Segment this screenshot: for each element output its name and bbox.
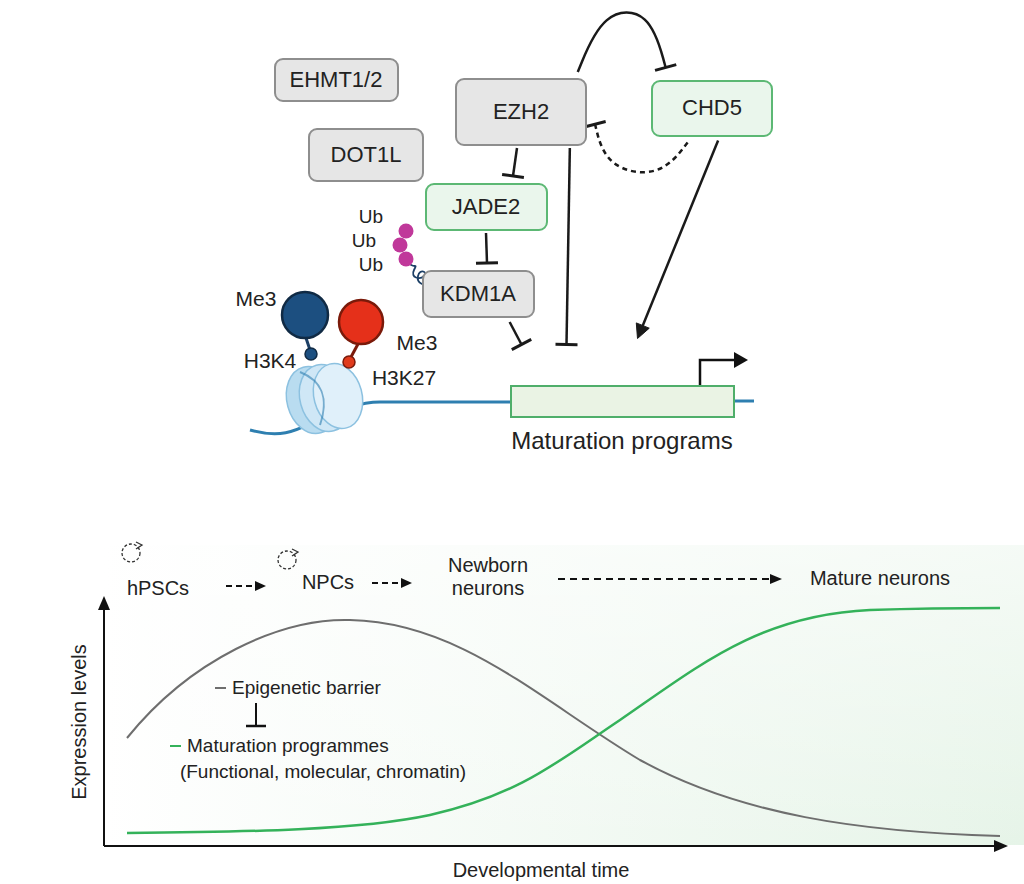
connector-line — [510, 322, 522, 345]
h3k27-residue — [343, 356, 355, 368]
legend-item: Maturation programmes — [170, 734, 389, 758]
gene-box: Maturation programs — [510, 385, 735, 418]
legend-line-sample — [215, 687, 226, 689]
inhibition-symbol — [246, 725, 266, 728]
inhibition-bar — [512, 339, 531, 349]
chart — [98, 542, 1024, 852]
gene-label: Maturation programs — [511, 427, 732, 455]
legend-item: Epigenetic barrier — [215, 676, 381, 700]
barrier-curve — [127, 620, 1000, 836]
mark-label: H3K4 — [244, 349, 297, 373]
inhibition-connector — [510, 322, 532, 350]
axis-arrowhead — [994, 840, 1008, 852]
histone — [306, 358, 369, 434]
h3k4-residue — [305, 348, 317, 360]
factor-name: CHD5 — [670, 91, 754, 125]
self-renewal-icon — [278, 551, 296, 569]
axis-arrowhead — [98, 596, 110, 610]
self-renewal-icon — [292, 549, 298, 556]
inhibition-bar — [556, 343, 578, 346]
stage-label: NPCs — [302, 571, 354, 594]
inhibition-connector — [502, 148, 524, 178]
activation-connector — [636, 141, 718, 339]
inhibition-bar — [502, 174, 524, 177]
inhibition-symbol — [255, 703, 257, 725]
inhibition-connector — [556, 148, 578, 345]
self-renewal-icon — [136, 542, 142, 549]
histone-tail — [351, 344, 358, 357]
factor-name: DOT1L — [319, 138, 414, 172]
maturation-curve — [127, 608, 1000, 833]
factor-box: DOT1L — [308, 128, 424, 182]
factor-box: EZH2 — [455, 78, 587, 146]
legend-text: Epigenetic barrier — [232, 677, 381, 699]
connector-line — [641, 141, 718, 330]
arrowhead — [401, 578, 412, 588]
connector-line — [567, 148, 570, 345]
mark-label: H3K27 — [372, 366, 436, 390]
arrowhead — [255, 581, 266, 591]
factor-box: EHMT1/2 — [274, 58, 399, 102]
tss-arrow — [700, 360, 738, 385]
methyl-mark — [282, 292, 328, 338]
inhibition-bar — [655, 65, 676, 71]
factor-name: KDM1A — [428, 277, 528, 311]
stage-arrow — [372, 582, 402, 584]
connector-line — [513, 148, 517, 176]
ubiquitin — [393, 238, 408, 253]
arrowhead — [770, 574, 782, 584]
factor-name: JADE2 — [440, 190, 532, 224]
inhibition-bar — [584, 122, 605, 127]
histone-marks — [282, 292, 383, 368]
x-axis — [104, 845, 996, 847]
stage-arrow — [226, 585, 256, 587]
factor-box: JADE2 — [425, 183, 548, 231]
stage-label: Mature neurons — [810, 567, 950, 590]
methyl-mark — [339, 300, 383, 344]
legend-line-sample — [170, 745, 181, 747]
factor-name: EHMT1/2 — [278, 63, 395, 97]
stage-arrow — [558, 578, 770, 580]
mark-label: Me3 — [236, 287, 277, 311]
factor-name: EZH2 — [481, 95, 561, 129]
inhibition-connector — [578, 12, 676, 72]
stage-label: hPSCs — [127, 577, 189, 600]
ubiquitin — [399, 224, 414, 239]
axis-title: Expression levels — [68, 644, 91, 800]
arrowhead — [734, 352, 748, 368]
promoter-arrow — [700, 352, 748, 385]
y-axis — [103, 608, 105, 846]
dna-wrap — [300, 372, 324, 425]
ubiquitin — [399, 252, 414, 267]
axis-title: Developmental time — [453, 859, 630, 882]
chart-ground — [104, 545, 1024, 845]
inhibition-connector — [476, 233, 498, 263]
legend-text: Maturation programmes — [187, 735, 389, 757]
connector-line — [578, 12, 666, 72]
connector-line — [486, 233, 487, 263]
self-renewal-icon — [122, 544, 140, 562]
mark-label: Ub — [359, 206, 383, 228]
chart-ground — [104, 545, 1024, 845]
mark-label: Ub — [352, 230, 376, 252]
mark-label: Ub — [359, 254, 383, 276]
legend-note: (Functional, molecular, chromatin) — [180, 761, 466, 783]
inhibition-bar — [476, 261, 498, 265]
stage-label: Newborn neurons — [428, 554, 548, 600]
mark-label: Me3 — [397, 331, 438, 355]
factor-box: KDM1A — [422, 270, 535, 318]
dna-strand — [734, 400, 754, 403]
factor-box: CHD5 — [651, 80, 773, 137]
arrowhead — [636, 323, 649, 339]
